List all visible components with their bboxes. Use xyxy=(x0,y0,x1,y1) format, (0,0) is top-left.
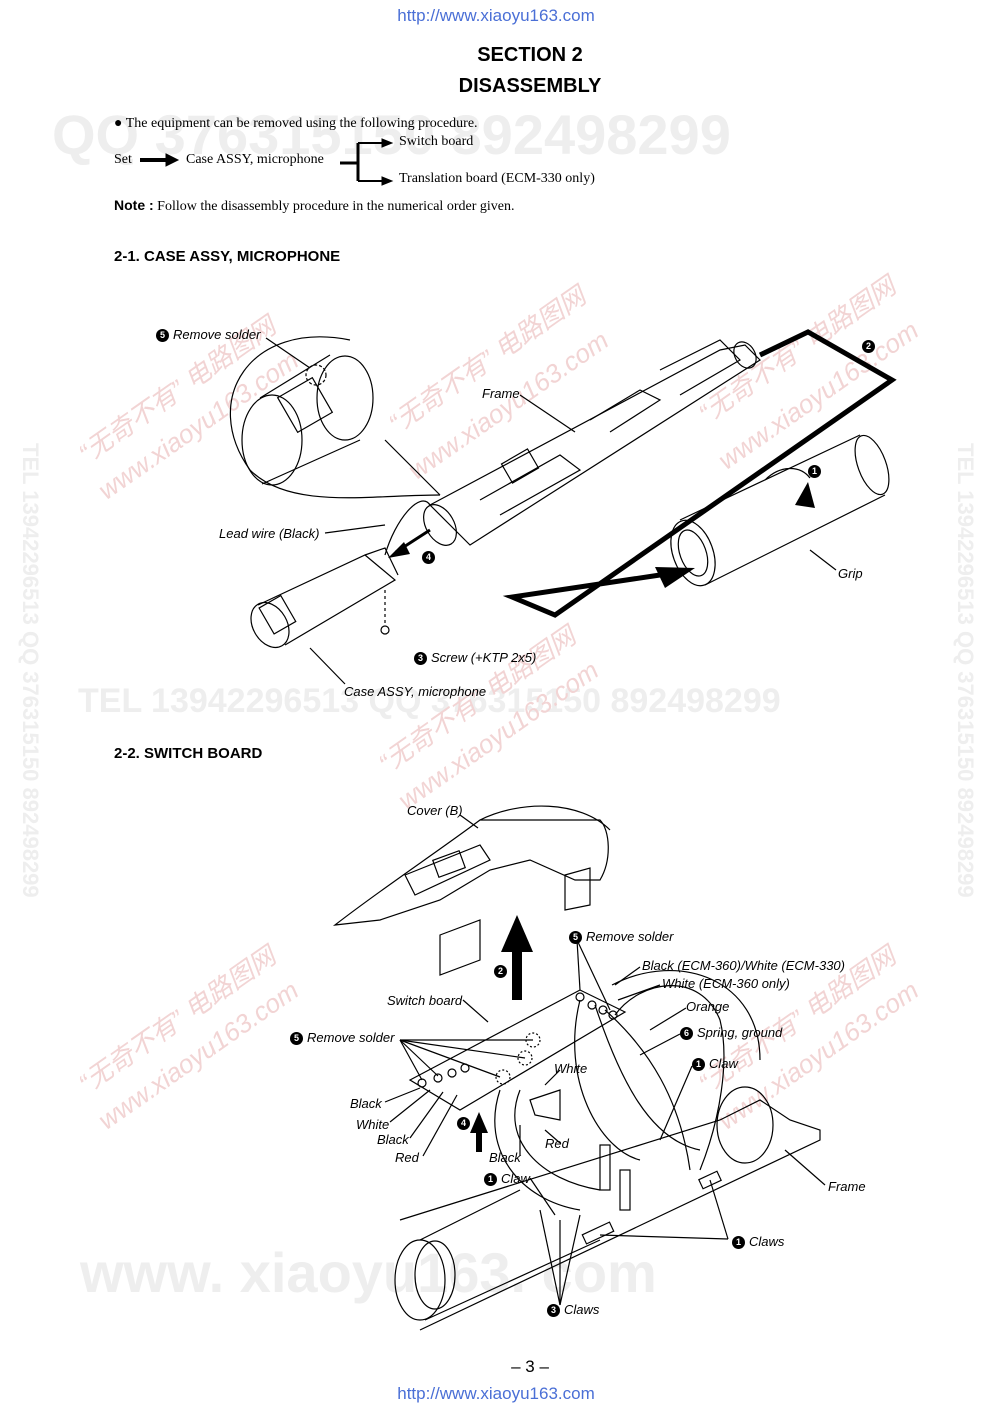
label-cover-b: Cover (B) xyxy=(407,803,463,818)
label-frame-2: Frame xyxy=(828,1179,866,1194)
step-5-icon: 5 xyxy=(569,931,582,944)
label-black-3: Black xyxy=(489,1150,521,1165)
step-3-icon: 3 xyxy=(547,1304,560,1317)
step-4-icon: 4 xyxy=(457,1117,470,1130)
flow-arrows xyxy=(140,138,394,186)
bullet-icon: ● xyxy=(114,116,123,131)
intro-label: The equipment can be removed using the f… xyxy=(125,116,478,131)
step-5-icon: 5 xyxy=(156,329,169,342)
section-title: SECTION 2 xyxy=(477,44,583,66)
step-4-marker-2: 4 xyxy=(457,1115,474,1130)
flow-case: Case ASSY, microphone xyxy=(186,152,324,167)
label-case-assy: Case ASSY, microphone xyxy=(344,684,487,699)
step-2-marker: 2 xyxy=(862,338,879,353)
flow-translation-board: Translation board (ECM-330 only) xyxy=(399,171,595,186)
page-number: – 3 – xyxy=(511,1357,549,1376)
label-black-1: Black xyxy=(350,1096,382,1111)
flow-set: Set xyxy=(114,152,132,167)
flow-switch-board: Switch board xyxy=(399,134,474,149)
label-black-2: Black xyxy=(377,1132,409,1147)
label-white-1: White xyxy=(356,1117,390,1132)
removal-path xyxy=(502,329,897,618)
label-switch-board: Switch board xyxy=(387,993,463,1008)
step-4-icon: 4 xyxy=(422,551,435,564)
intro-text: ● The equipment can be removed using the… xyxy=(114,116,478,132)
label-white-mid: White xyxy=(554,1061,588,1076)
subsection-case-assy: 2-1. CASE ASSY, MICROPHONE xyxy=(114,248,341,265)
label-orange: Orange xyxy=(686,999,730,1014)
step-5-icon: 5 xyxy=(290,1032,303,1045)
label-grip: Grip xyxy=(838,566,863,581)
footer-url[interactable]: http://www.xiaoyu163.com xyxy=(397,1384,595,1403)
step-1-marker: 1 xyxy=(808,463,825,478)
label-frame-1: Frame xyxy=(482,386,520,401)
step-3-icon: 3 xyxy=(414,652,427,665)
step-4-marker: 4 xyxy=(422,549,439,564)
step-1-icon: 1 xyxy=(808,465,821,478)
watermark-qq: QQ 376315150 892498299 xyxy=(52,103,731,166)
note-label: Note : xyxy=(114,197,154,213)
step-1-icon: 1 xyxy=(692,1058,705,1071)
subsection-switch-board: 2-2. SWITCH BOARD xyxy=(114,745,263,762)
label-lead-wire: Lead wire (Black) xyxy=(219,526,320,541)
note-text: Follow the disassembly procedure in the … xyxy=(157,199,515,214)
step-2-icon: 2 xyxy=(494,965,507,978)
note: Note : Follow the disassembly procedure … xyxy=(114,197,514,215)
section-subtitle: DISASSEMBLY xyxy=(458,75,602,97)
header-url[interactable]: http://www.xiaoyu163.com xyxy=(397,6,595,25)
step-1-icon: 1 xyxy=(732,1236,745,1249)
label-white-360: White (ECM-360 only) xyxy=(662,976,790,991)
step-6-icon: 6 xyxy=(680,1027,693,1040)
label-red-2: Red xyxy=(395,1150,419,1165)
step-2-icon: 2 xyxy=(862,340,875,353)
step-2-marker-2: 2 xyxy=(494,963,511,978)
label-red-1: Red xyxy=(545,1136,569,1151)
watermark-tel: TEL 13942296513 QQ 376315150 892498299 xyxy=(78,682,781,720)
step-1-icon: 1 xyxy=(484,1173,497,1186)
label-black-white: Black (ECM-360)/White (ECM-330) xyxy=(642,958,845,973)
watermark-www: www. xiaoyu163. com xyxy=(80,1241,657,1304)
